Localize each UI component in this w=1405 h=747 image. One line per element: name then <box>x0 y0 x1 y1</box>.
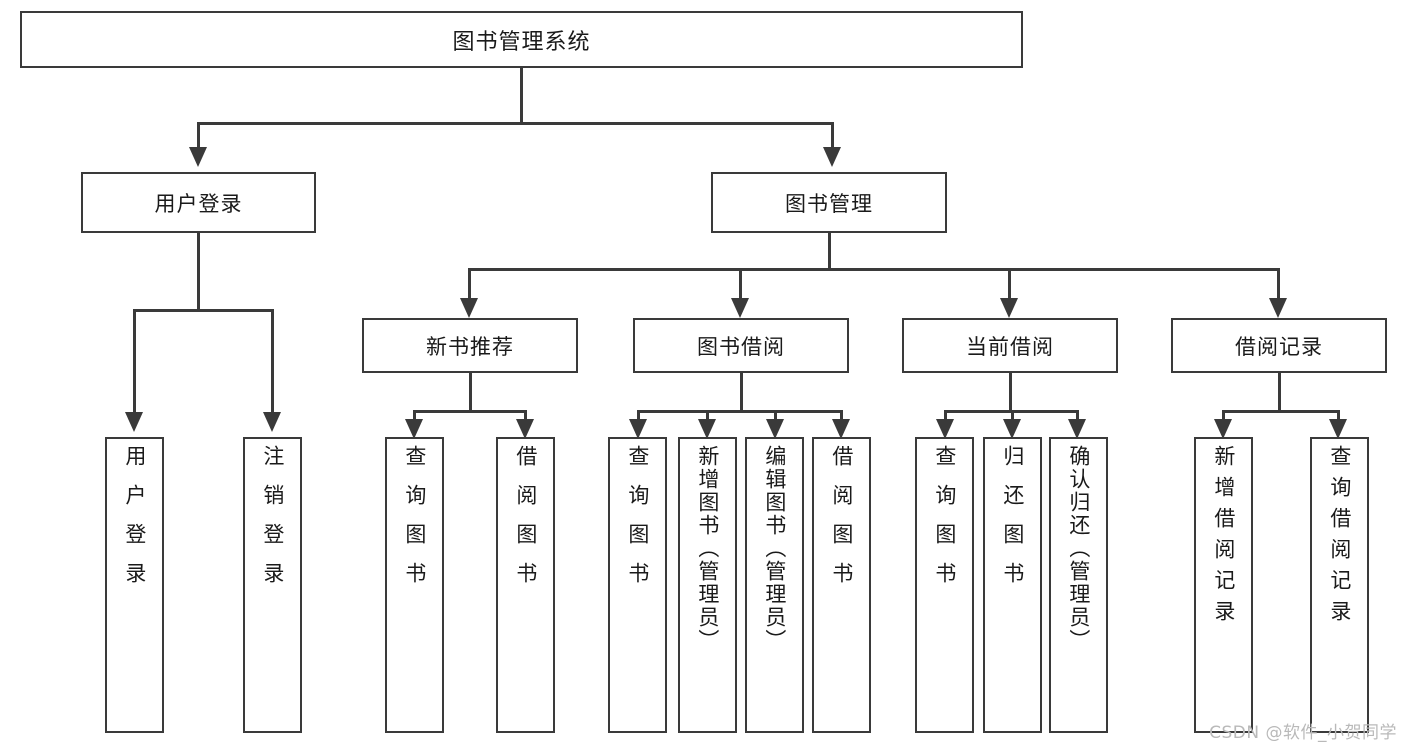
node-label: 新书推荐 <box>426 334 514 359</box>
node-borrowing-record[interactable]: 借阅记录 <box>1171 318 1387 373</box>
node-label: 新增借阅记录 <box>1211 445 1236 631</box>
connector-book-borrow-drop-3 <box>774 410 777 419</box>
arrow-to-new-book-rec <box>460 298 478 318</box>
connector-current-borrow-bar <box>944 410 1077 413</box>
arrow-to-leaf-return-book <box>1003 419 1021 439</box>
arrow-to-current-borrow <box>1000 298 1018 318</box>
leaf-edit-book-admin[interactable]: 编辑图书（管理员） <box>745 437 804 733</box>
arrow-to-leaf-query-book-1 <box>405 419 423 439</box>
node-label: 查询图书 <box>402 445 427 601</box>
node-book-management-system[interactable]: 图书管理系统 <box>20 11 1023 68</box>
connector-root-drop-left <box>197 122 200 147</box>
csdn-watermark: CSDN @软件_小贺同学 <box>1209 723 1397 743</box>
connector-current-borrow-drop-1 <box>944 410 947 419</box>
connector-book-borrow-drop-4 <box>840 410 843 419</box>
arrow-to-leaf-logout <box>263 412 281 432</box>
leaf-add-book-admin[interactable]: 新增图书（管理员） <box>678 437 737 733</box>
node-current-borrowing[interactable]: 当前借阅 <box>902 318 1118 373</box>
node-label: 归还图书 <box>1000 445 1025 601</box>
leaf-borrow-book-borrow[interactable]: 借阅图书 <box>812 437 871 733</box>
connector-new-book-rec-drop-1 <box>413 410 416 419</box>
leaf-confirm-return-admin[interactable]: 确认归还（管理员） <box>1049 437 1108 733</box>
leaf-user-login[interactable]: 用户登录 <box>105 437 164 733</box>
leaf-borrow-book-rec[interactable]: 借阅图书 <box>496 437 555 733</box>
connector-new-book-rec-bar <box>413 410 526 413</box>
arrow-to-leaf-add-record <box>1214 419 1232 439</box>
node-label: 借阅图书 <box>513 445 538 601</box>
node-label: 借阅记录 <box>1235 334 1323 359</box>
node-book-borrowing[interactable]: 图书借阅 <box>633 318 849 373</box>
connector-new-book-rec-stem <box>469 373 472 412</box>
connector-book-borrow-bar <box>637 410 842 413</box>
leaf-query-borrow-record[interactable]: 查询借阅记录 <box>1310 437 1369 733</box>
arrow-to-leaf-borrow-book-2 <box>832 419 850 439</box>
arrow-to-book-mgmt <box>823 147 841 167</box>
node-book-management[interactable]: 图书管理 <box>711 172 947 233</box>
arrow-to-leaf-user-login <box>125 412 143 432</box>
connector-borrow-record-stem <box>1278 373 1281 412</box>
connector-book-mgmt-bar <box>468 268 1279 271</box>
node-label: 确认归还（管理员） <box>1066 445 1091 652</box>
connector-borrow-record-drop-1 <box>1222 410 1225 419</box>
connector-current-borrow-stem <box>1009 373 1012 412</box>
arrow-to-leaf-edit-book <box>766 419 784 439</box>
node-user-login[interactable]: 用户登录 <box>81 172 316 233</box>
connector-user-login-drop-1 <box>133 309 136 412</box>
node-label: 查询图书 <box>625 445 650 601</box>
connector-book-mgmt-drop-2 <box>739 268 742 298</box>
node-label: 注销登录 <box>260 445 285 601</box>
connector-new-book-rec-drop-2 <box>524 410 527 419</box>
leaf-query-book-current[interactable]: 查询图书 <box>915 437 974 733</box>
node-label: 查询图书 <box>932 445 957 601</box>
connector-book-mgmt-stem <box>828 233 831 270</box>
connector-borrow-record-bar <box>1222 410 1339 413</box>
leaf-logout[interactable]: 注销登录 <box>243 437 302 733</box>
connector-user-login-stem <box>197 233 200 311</box>
node-label: 编辑图书（管理员） <box>762 445 787 652</box>
node-label: 图书管理 <box>785 191 873 216</box>
node-label: 图书借阅 <box>697 334 785 359</box>
connector-root-drop-right <box>831 122 834 147</box>
node-label: 当前借阅 <box>966 334 1054 359</box>
arrow-to-leaf-query-record <box>1329 419 1347 439</box>
connector-book-mgmt-drop-1 <box>468 268 471 298</box>
connector-book-borrow-drop-1 <box>637 410 640 419</box>
arrow-to-leaf-borrow-book-1 <box>516 419 534 439</box>
connector-root-stem <box>520 68 523 124</box>
leaf-return-book[interactable]: 归还图书 <box>983 437 1042 733</box>
arrow-to-leaf-add-book <box>698 419 716 439</box>
arrow-to-borrow-record <box>1269 298 1287 318</box>
node-label: 用户登录 <box>154 191 243 216</box>
connector-user-login-drop-2 <box>271 309 274 412</box>
node-label: 查询借阅记录 <box>1327 445 1352 631</box>
connector-current-borrow-drop-3 <box>1076 410 1079 419</box>
connector-book-borrow-drop-2 <box>706 410 709 419</box>
arrow-to-leaf-query-book-2 <box>629 419 647 439</box>
connector-root-bar <box>197 122 834 125</box>
leaf-add-borrow-record[interactable]: 新增借阅记录 <box>1194 437 1253 733</box>
node-label: 新增图书（管理员） <box>695 445 720 652</box>
connector-book-borrow-stem <box>740 373 743 412</box>
connector-borrow-record-drop-2 <box>1337 410 1340 419</box>
arrow-to-book-borrow <box>731 298 749 318</box>
node-label: 用户登录 <box>122 445 147 601</box>
node-label: 图书管理系统 <box>452 29 591 55</box>
node-new-book-recommendation[interactable]: 新书推荐 <box>362 318 578 373</box>
arrow-to-leaf-query-book-3 <box>936 419 954 439</box>
connector-book-mgmt-drop-3 <box>1008 268 1011 298</box>
leaf-query-book-rec[interactable]: 查询图书 <box>385 437 444 733</box>
leaf-query-book-borrow[interactable]: 查询图书 <box>608 437 667 733</box>
connector-current-borrow-drop-2 <box>1011 410 1014 419</box>
connector-user-login-bar <box>133 309 273 312</box>
arrow-to-user-login <box>189 147 207 167</box>
arrow-to-leaf-confirm-return <box>1068 419 1086 439</box>
node-label: 借阅图书 <box>829 445 854 601</box>
connector-book-mgmt-drop-4 <box>1277 268 1280 298</box>
